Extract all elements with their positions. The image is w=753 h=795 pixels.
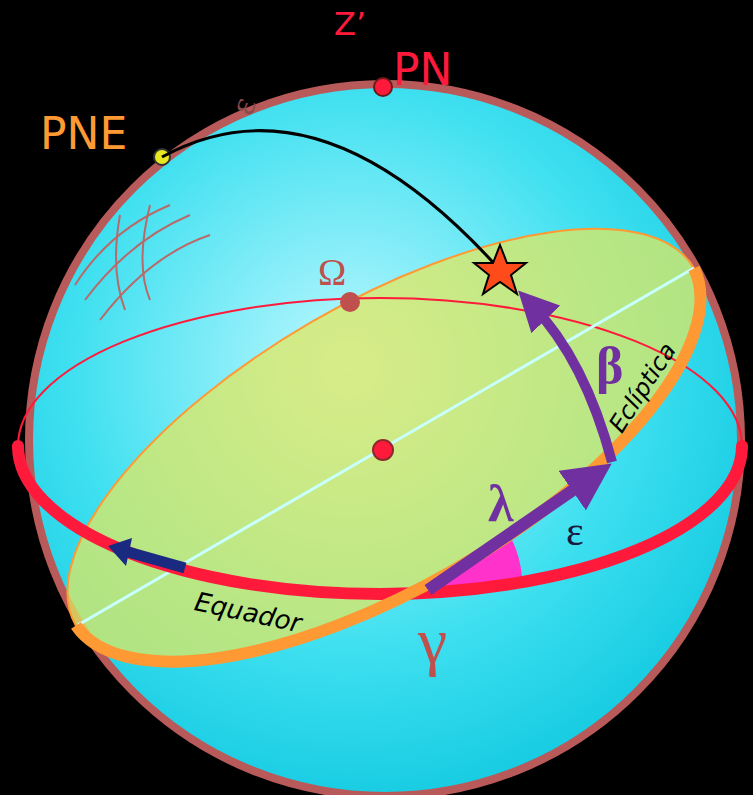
point-label: γ xyxy=(418,608,447,674)
pole-label: PN xyxy=(393,48,452,92)
coordinate-label: λ xyxy=(488,478,514,530)
node-label: Ω xyxy=(318,253,346,291)
angle-label: ε xyxy=(566,510,584,552)
pole-label: PNE xyxy=(40,112,127,156)
zenith-label: Z’ xyxy=(334,8,366,40)
coordinate-label: β xyxy=(596,340,623,392)
